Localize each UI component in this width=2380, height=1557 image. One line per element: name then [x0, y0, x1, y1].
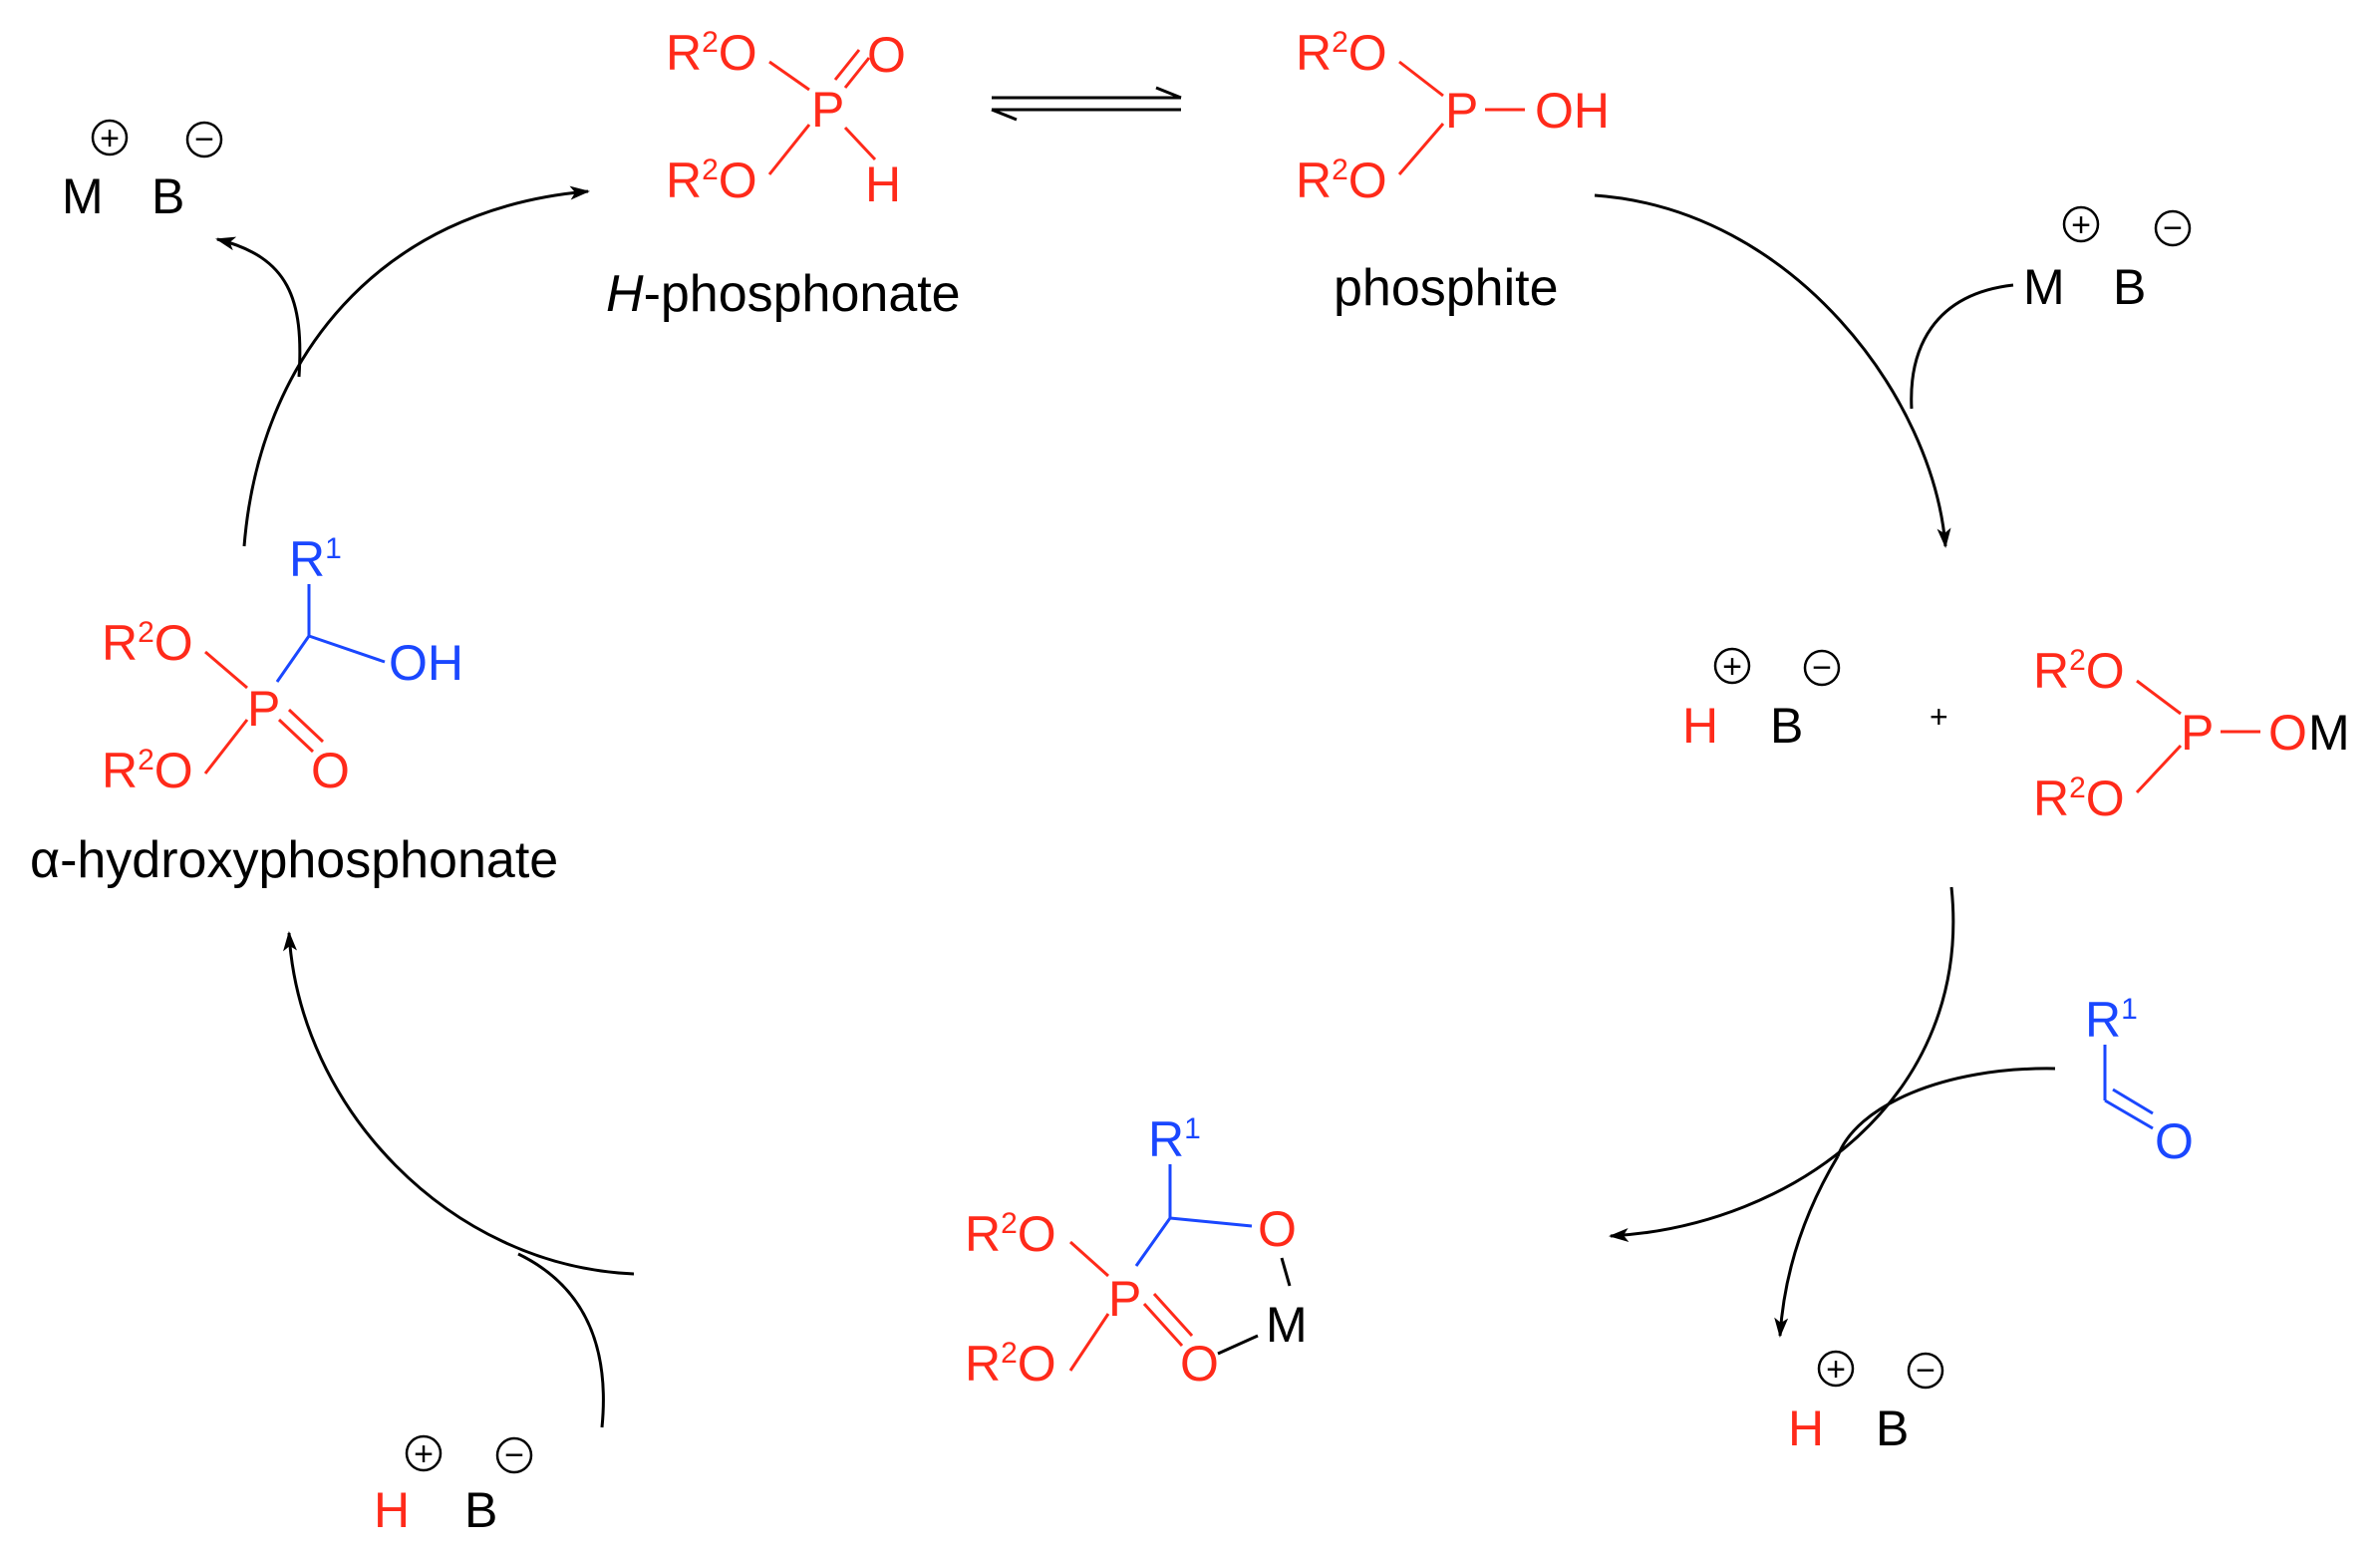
- atom-o: O: [1258, 1201, 1297, 1257]
- alpha-hydroxyphosphonate-structure: R1 OH R2O R2O P O: [102, 531, 463, 798]
- svg-text:+: +: [100, 120, 120, 157]
- cycle-arrow-to-h-phosphonate: [242, 185, 590, 547]
- base-mb-top-left: + − M B: [62, 119, 223, 224]
- atom-h: H: [865, 156, 901, 212]
- cycle-arrow-to-alpha-hydroxyphosphonate: [283, 931, 635, 1276]
- atom-m: M: [2308, 705, 2350, 761]
- plus-sign: +: [1930, 699, 1948, 735]
- svg-text:−: −: [504, 1436, 524, 1474]
- svg-text:+: +: [1722, 648, 1742, 686]
- atom-r1: R1: [2085, 992, 2138, 1048]
- phosphite-structure: R2O R2O P OH: [1296, 25, 1610, 208]
- svg-text:−: −: [1812, 649, 1832, 687]
- cycle-arrow-to-metal-phosphite: [1594, 193, 1951, 548]
- atom-h: H: [374, 1482, 410, 1538]
- atom-b: B: [1770, 698, 1803, 754]
- atom-o: O: [2268, 705, 2307, 761]
- atom-r1: R1: [1148, 1111, 1201, 1167]
- atom-r2o: R2O: [102, 743, 193, 798]
- atom-r2o: R2O: [1296, 25, 1387, 81]
- atom-r2o: R2O: [666, 153, 757, 208]
- alpha-hydroxyphosphonate-label: α-hydroxyphosphonate: [30, 831, 558, 889]
- release-mb-arrow: [215, 236, 302, 378]
- svg-text:−: −: [194, 121, 214, 158]
- atom-b: B: [1876, 1401, 1909, 1456]
- acid-hb-bottom-left: + − H B: [374, 1434, 533, 1538]
- atom-r2o: R2O: [1296, 153, 1387, 208]
- atom-o: O: [2155, 1113, 2194, 1169]
- atom-oh: OH: [389, 635, 463, 691]
- h-phosphonate-structure: R2O R2O P O H: [666, 25, 906, 212]
- phosphite-label: phosphite: [1334, 259, 1559, 317]
- release-hb-arrow: [1774, 1155, 1840, 1338]
- atom-h: H: [1682, 698, 1718, 754]
- svg-text:+: +: [414, 1435, 434, 1473]
- atom-p: P: [247, 681, 280, 737]
- atom-h: H: [1788, 1401, 1824, 1456]
- svg-text:+: +: [1826, 1351, 1846, 1389]
- atom-o: O: [867, 27, 906, 83]
- svg-text:−: −: [2163, 209, 2183, 247]
- atom-r2o: R2O: [666, 25, 757, 81]
- aldehyde-structure: R1 O: [2085, 992, 2194, 1169]
- h-phosphonate-label: H-phosphonate: [606, 265, 961, 323]
- atom-m: M: [62, 168, 104, 224]
- atom-m: M: [1266, 1297, 1308, 1353]
- add-mb-arrow: [1910, 283, 2014, 410]
- atom-b: B: [464, 1482, 497, 1538]
- hb-and-metal-phosphite: + − H B + R2O R2O P O M: [1682, 643, 2350, 826]
- atom-p: P: [2181, 705, 2214, 761]
- atom-p: P: [811, 82, 844, 138]
- atom-o: O: [311, 743, 350, 798]
- atom-o: O: [1180, 1336, 1219, 1392]
- equilibrium-arrows: [991, 86, 1182, 122]
- add-aldehyde-arrow: [1836, 1067, 2056, 1157]
- acid-hb-bottom-right: + − H B: [1788, 1350, 1944, 1456]
- atom-r2o: R2O: [102, 615, 193, 671]
- atom-r1: R1: [289, 531, 342, 587]
- atom-oh: OH: [1535, 83, 1610, 139]
- base-mb-right: + − M B: [2023, 205, 2192, 315]
- atom-r2o: R2O: [965, 1206, 1056, 1262]
- atom-r2o: R2O: [965, 1336, 1056, 1392]
- atom-r2o: R2O: [2033, 771, 2125, 826]
- atom-m: M: [2023, 259, 2065, 315]
- svg-text:−: −: [1916, 1352, 1935, 1390]
- atom-p: P: [1445, 83, 1478, 139]
- atom-b: B: [2113, 259, 2146, 315]
- atom-p: P: [1108, 1271, 1141, 1327]
- add-hb-arrow: [517, 1252, 605, 1428]
- metal-chelate-intermediate: R1 R2O R2O P O O M: [965, 1111, 1308, 1392]
- atom-r2o: R2O: [2033, 643, 2125, 699]
- svg-text:+: +: [2071, 206, 2091, 244]
- atom-b: B: [151, 168, 184, 224]
- cycle-arrow-to-chelate: [1609, 886, 1955, 1243]
